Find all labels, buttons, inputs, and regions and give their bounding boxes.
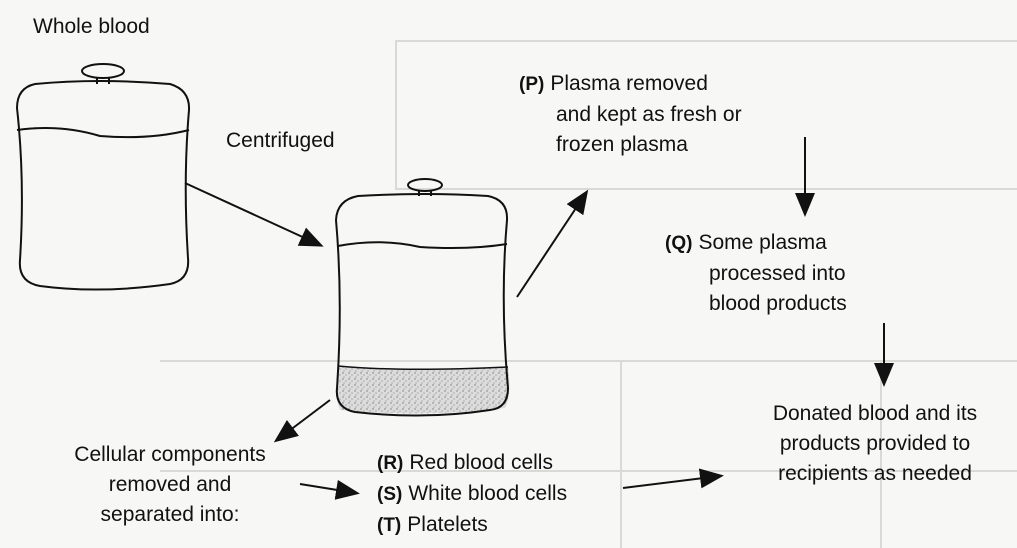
processed-line-1-text: Some plasma xyxy=(698,231,826,254)
component-label: White blood cells xyxy=(408,482,567,505)
processed-line-2: processed into xyxy=(709,259,847,289)
step-code-r: (R) xyxy=(377,453,403,474)
components-list: (R)Red blood cells (S)White blood cells … xyxy=(377,448,567,541)
whole-blood-bag xyxy=(17,64,189,290)
arrow-cellular-to-components xyxy=(300,484,356,493)
component-label: Platelets xyxy=(407,513,488,536)
component-platelets: (T) Platelets xyxy=(377,510,567,541)
arrow-centrifuge xyxy=(185,183,320,245)
plasma-level-line xyxy=(17,128,189,137)
bag-cap xyxy=(82,64,124,78)
cellular-line-1: Cellular components xyxy=(40,440,300,470)
donated-line-1: Donated blood and its xyxy=(735,399,1015,429)
step-code-q: (Q) xyxy=(665,233,692,254)
cellular-line-2: removed and xyxy=(40,470,300,500)
diagram-title: Whole blood xyxy=(33,12,150,42)
component-label: Red blood cells xyxy=(409,451,553,474)
sediment-layer xyxy=(336,366,509,414)
donated-line-2: products provided to xyxy=(735,429,1015,459)
bag-outline xyxy=(17,81,189,290)
plasma-level-line xyxy=(338,242,507,248)
arrow-components-to-donated xyxy=(623,476,720,488)
component-white-blood-cells: (S) White blood cells xyxy=(377,479,567,510)
plasma-line-2: and kept as fresh or xyxy=(556,100,742,130)
cellular-line-3: separated into: xyxy=(40,500,300,530)
plasma-processed-text: (Q) Some plasma processed into blood prod… xyxy=(665,228,847,319)
arrow-to-cellular xyxy=(277,400,330,440)
donated-text: Donated blood and its products provided … xyxy=(735,399,1015,489)
bag-cap xyxy=(408,179,442,191)
plasma-line-1-text: Plasma removed xyxy=(550,72,708,95)
step-code-p: (P) xyxy=(519,74,544,95)
centrifuged-label: Centrifuged xyxy=(226,126,335,156)
arrow-to-plasma xyxy=(517,193,586,297)
centrifuged-bag xyxy=(336,179,509,416)
donated-line-3: recipients as needed xyxy=(735,459,1015,489)
plasma-removed-text: (P) Plasma removed and kept as fresh or f… xyxy=(519,69,742,160)
step-code-s: (S) xyxy=(377,484,402,505)
processed-line-3: blood products xyxy=(709,289,847,319)
step-code-t: (T) xyxy=(377,515,401,536)
component-red-blood-cells: (R) Red blood cells xyxy=(377,448,567,479)
plasma-line-3: frozen plasma xyxy=(556,130,742,160)
plasma-line-1: (P) Plasma removed xyxy=(519,69,742,100)
cellular-components-text: Cellular components removed and separate… xyxy=(40,440,300,530)
processed-line-1: (Q) Some plasma xyxy=(665,228,847,259)
